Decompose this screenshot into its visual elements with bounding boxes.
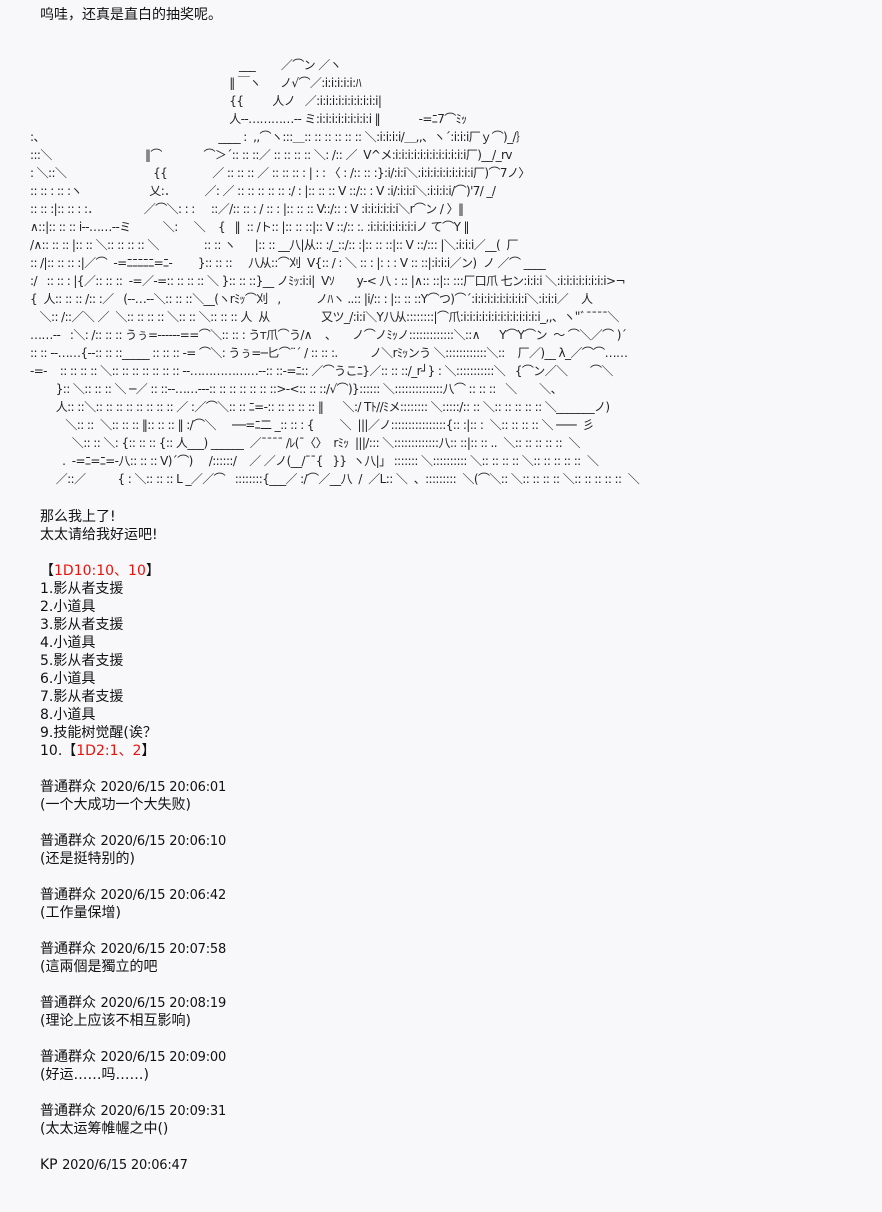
comment-text: (理论上应该不相互影响) <box>40 1013 191 1029</box>
intro-text: 呜哇，还真是直白的抽奖呢。 <box>40 7 222 23</box>
comment-time: 2020/6/15 20:06:10 <box>100 834 227 849</box>
list-item: 5.影从者支援 <box>40 653 124 669</box>
comment: 普通群众 2020/6/15 20:06:10 (还是挺特别的) <box>40 832 226 868</box>
comment-author: 普通群众 <box>40 833 96 849</box>
comment-text: (這兩個是獨立的吧 <box>40 959 158 975</box>
comment-author: 普通群众 <box>40 779 96 795</box>
dice-roll-result: 【1D10:10、10】 <box>40 562 226 580</box>
comment: 普通群众 2020/6/15 20:08:19 (理论上应该不相互影响) <box>40 994 226 1030</box>
comment-time: 2020/6/15 20:09:31 <box>100 1104 227 1119</box>
comment-time: 2020/6/15 20:09:00 <box>100 1050 227 1065</box>
comment-text: (一个大成功一个大失败) <box>40 797 191 813</box>
comment-text: (好运……吗……) <box>40 1067 149 1083</box>
comment: 普通群众 2020/6/15 20:07:58 (這兩個是獨立的吧 <box>40 940 226 976</box>
comment-time: 2020/6/15 20:08:19 <box>100 996 227 1011</box>
comment-author: 普通群众 <box>40 1049 96 1065</box>
comment-author: 普通群众 <box>40 941 96 957</box>
list-item: 3.影从者支援 <box>40 617 124 633</box>
list-item: 2.小道具 <box>40 599 96 615</box>
comment-author: 普通群众 <box>40 887 96 903</box>
post-page: 呜哇，还真是直白的抽奖呢。 <box>0 0 882 24</box>
footer-signature: KP 2020/6/15 20:06:47 <box>40 1156 226 1174</box>
comment-text: (工作量保增) <box>40 905 121 921</box>
dice-roll-text: 1D2:1、2 <box>76 743 142 759</box>
post-line-1: 那么我上了! <box>40 509 116 525</box>
dice-roll-text: 1D10:10、10 <box>54 563 146 579</box>
list-item-10: 10.【1D2:1、2】 <box>40 742 226 760</box>
footer-author: KP <box>40 1157 58 1173</box>
list-item: 7.影从者支援 <box>40 689 124 705</box>
comment-text: (太太运筹帷幄之中() <box>40 1121 169 1137</box>
list-item: 8.小道具 <box>40 707 96 723</box>
bracket-close: 】 <box>145 563 160 579</box>
comment: 普通群众 2020/6/15 20:06:42 (工作量保增) <box>40 886 226 922</box>
footer-time: 2020/6/15 20:06:47 <box>62 1158 188 1173</box>
item-10-prefix: 10. <box>40 743 63 759</box>
list-item: 4.小道具 <box>40 635 96 651</box>
comment-text: (还是挺特别的) <box>40 851 135 867</box>
bracket-open: 【 <box>62 743 77 759</box>
bracket-open: 【 <box>40 563 54 579</box>
comment-author: 普通群众 <box>40 995 96 1011</box>
list-item: 1.影从者支援 <box>40 581 124 597</box>
bracket-close: 】 <box>141 743 156 759</box>
list-item: 6.小道具 <box>40 671 96 687</box>
post-body: 那么我上了! 太太请给我好运吧! 【1D10:10、10】 1.影从者支援 2.… <box>40 508 226 1174</box>
comment: 普通群众 2020/6/15 20:06:01 (一个大成功一个大失败) <box>40 778 226 814</box>
comment-time: 2020/6/15 20:06:01 <box>100 780 227 795</box>
list-item: 9.技能树觉醒(诶？ <box>40 725 157 741</box>
comment-author: 普通群众 <box>40 1103 96 1119</box>
ascii-art: ___ ／⌒ン ／ヽ ‖ ￣ヽ ノ√⌒／:i:i:i:i:i:ﾊ {{ 人ノ ／… <box>30 58 640 486</box>
comment: 普通群众 2020/6/15 20:09:31 (太太运筹帷幄之中() <box>40 1102 226 1138</box>
result-list: 1.影从者支援 2.小道具 3.影从者支援 4.小道具 5.影从者支援 6.小道… <box>40 580 226 760</box>
comment: 普通群众 2020/6/15 20:09:00 (好运……吗……) <box>40 1048 226 1084</box>
comment-time: 2020/6/15 20:07:58 <box>100 942 227 957</box>
comment-time: 2020/6/15 20:06:42 <box>100 888 227 903</box>
post-line-2: 太太请给我好运吧! <box>40 527 158 543</box>
